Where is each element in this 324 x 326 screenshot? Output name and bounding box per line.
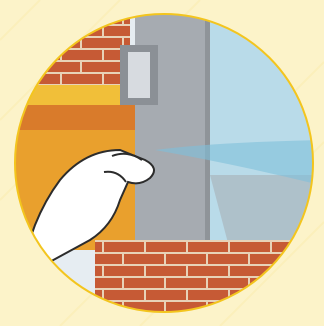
upper-brick-wall — [15, 0, 130, 85]
lower-brick-wall — [95, 240, 324, 326]
